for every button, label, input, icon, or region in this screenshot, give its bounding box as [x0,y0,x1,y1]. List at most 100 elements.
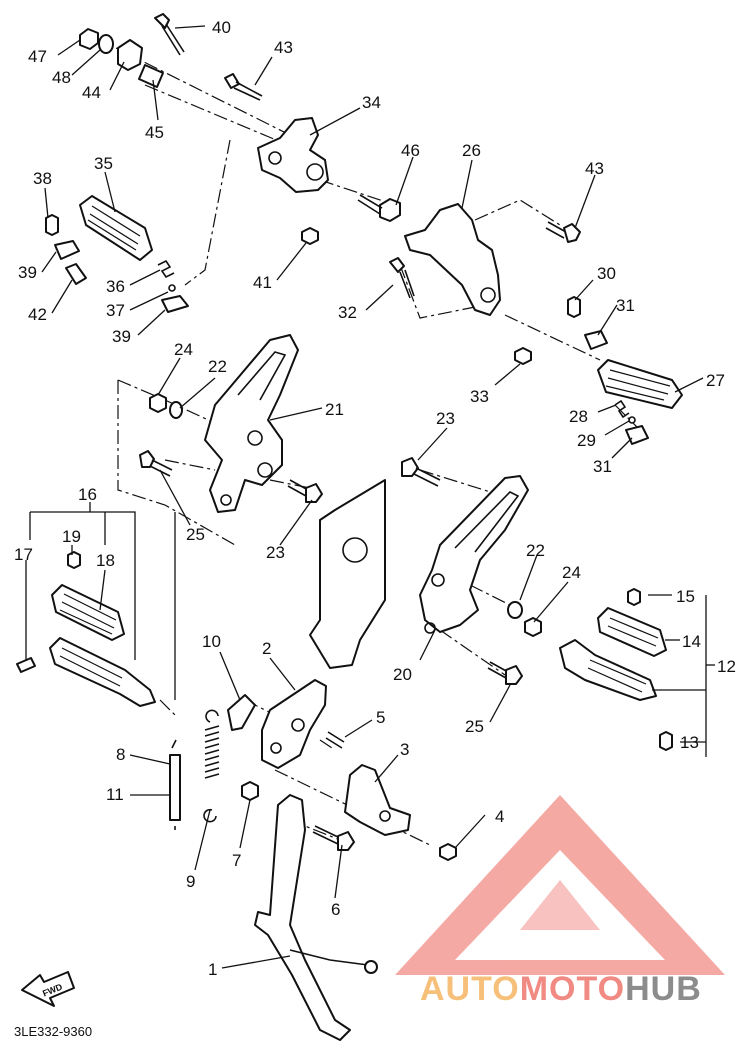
callout-8: 8 [116,745,125,764]
callout-47: 47 [28,47,47,66]
part-drawings [16,13,683,1041]
sidestand-1-tang [289,949,369,966]
callout-34: 34 [362,93,381,112]
bolt-43b-head [563,223,581,243]
plate-31a-shape [584,330,608,350]
callout-16: 16 [78,485,97,504]
bracket-34-shape [257,117,329,193]
leader-lines [25,25,715,969]
footrest-14-shape [597,607,667,657]
callout-46: 46 [401,141,420,160]
callout-22-lower: 22 [526,541,545,560]
watermark-logo [395,795,725,975]
callout-32: 32 [338,303,357,322]
bolt-43b-shaft [545,221,567,239]
ball-37-shape [168,284,176,292]
callout-13: 13 [680,733,699,752]
washer-24a-shape [149,393,167,413]
footrest-12-lower-ribs [587,659,647,693]
bolt-32-shaft [399,269,415,299]
watermark-text: AUTOMOTOHUB [420,970,702,1008]
bracket-20-cutout [454,491,520,553]
callout-28: 28 [569,407,588,426]
bolt-5-shaft [325,731,345,749]
bracket-21-hole-3 [220,494,232,506]
bracket-3-hole [379,810,391,822]
bolt-6-head [337,831,355,851]
bolt-43a-shaft [233,81,263,101]
callout-24-lower: 24 [562,563,581,582]
bracket-34-hole [306,163,324,181]
bolt-46-shaft [357,194,383,215]
callout-25-left: 25 [186,525,205,544]
plate-39a-shape [54,240,80,260]
bolt-23a-head [305,483,323,503]
footrest-18-shape [51,584,125,641]
collar-45-shape [138,64,164,88]
bracket-21-cutout [237,351,287,401]
callout-6: 6 [331,900,340,919]
bracket-21-hole-2 [257,462,273,478]
footrest-16-lower-ribs [59,647,123,687]
callout-37: 37 [106,301,125,320]
spring-28-shape [614,399,630,419]
callout-9: 9 [186,872,195,891]
callout-33: 33 [470,387,489,406]
callout-39-lower: 39 [112,327,131,346]
callout-19: 19 [62,527,81,546]
callout-14: 14 [682,632,701,651]
nut-47-shape [79,28,99,50]
bracket-3-shape [344,764,411,836]
frame-section-hole [342,537,368,563]
bracket-2-hole [291,718,305,732]
bracket-2-hole-2 [270,742,282,754]
spring-36-shape [157,259,175,279]
bolt-25a-head [139,450,155,468]
footrest-27-ribs [605,369,671,401]
bolt-19-shape [67,551,81,569]
callout-43-top: 43 [274,38,293,57]
washer-22a-shape [169,401,183,419]
bracket-21-shape [204,334,299,513]
bolt-6-shaft [312,825,341,845]
ball-29-shape [628,416,636,424]
callout-10: 10 [202,632,221,651]
callout-31-lower: 31 [593,457,612,476]
pin-30-shape [567,296,581,318]
connection-lines [99,39,641,846]
bracket-21-hole [247,430,263,446]
callout-41: 41 [253,273,272,292]
callout-36: 36 [106,277,125,296]
callout-numbers: 47 48 44 45 40 43 34 35 38 39 42 36 37 3… [14,18,736,979]
nut-33-shape [514,347,532,365]
footrest-12-lower-shape [559,639,657,701]
callout-15: 15 [676,587,695,606]
bolt-46-head [379,198,401,222]
washer-48-shape [98,34,114,54]
plate-39b-shape [161,295,189,313]
nut-4-shape [439,843,457,861]
callout-1: 1 [208,960,217,979]
callout-42: 42 [28,305,47,324]
bracket-26-shape [404,203,501,316]
sidestand-1-shape [254,794,351,1041]
callout-2: 2 [262,639,271,658]
pin-38-shape [45,214,59,236]
footrest-35-shape [79,195,153,261]
footrest-27-shape [597,359,683,409]
footrest-35-ribs [87,205,141,251]
spring-9-coils [204,725,220,779]
frame-section-shape [309,479,386,669]
bracket-2-shape [261,679,327,769]
callout-7: 7 [232,851,241,870]
bolt-23b-shaft [413,467,441,487]
watermark-auto: AUTO [420,970,520,1008]
pin-42-shape [65,263,87,285]
footrest-18-ribs [59,593,117,635]
callout-27: 27 [706,371,725,390]
callout-24-upper: 24 [174,340,193,359]
callout-22-upper: 22 [208,357,227,376]
fwd-arrow-icon [21,971,75,1007]
callout-23-right: 23 [436,409,455,428]
